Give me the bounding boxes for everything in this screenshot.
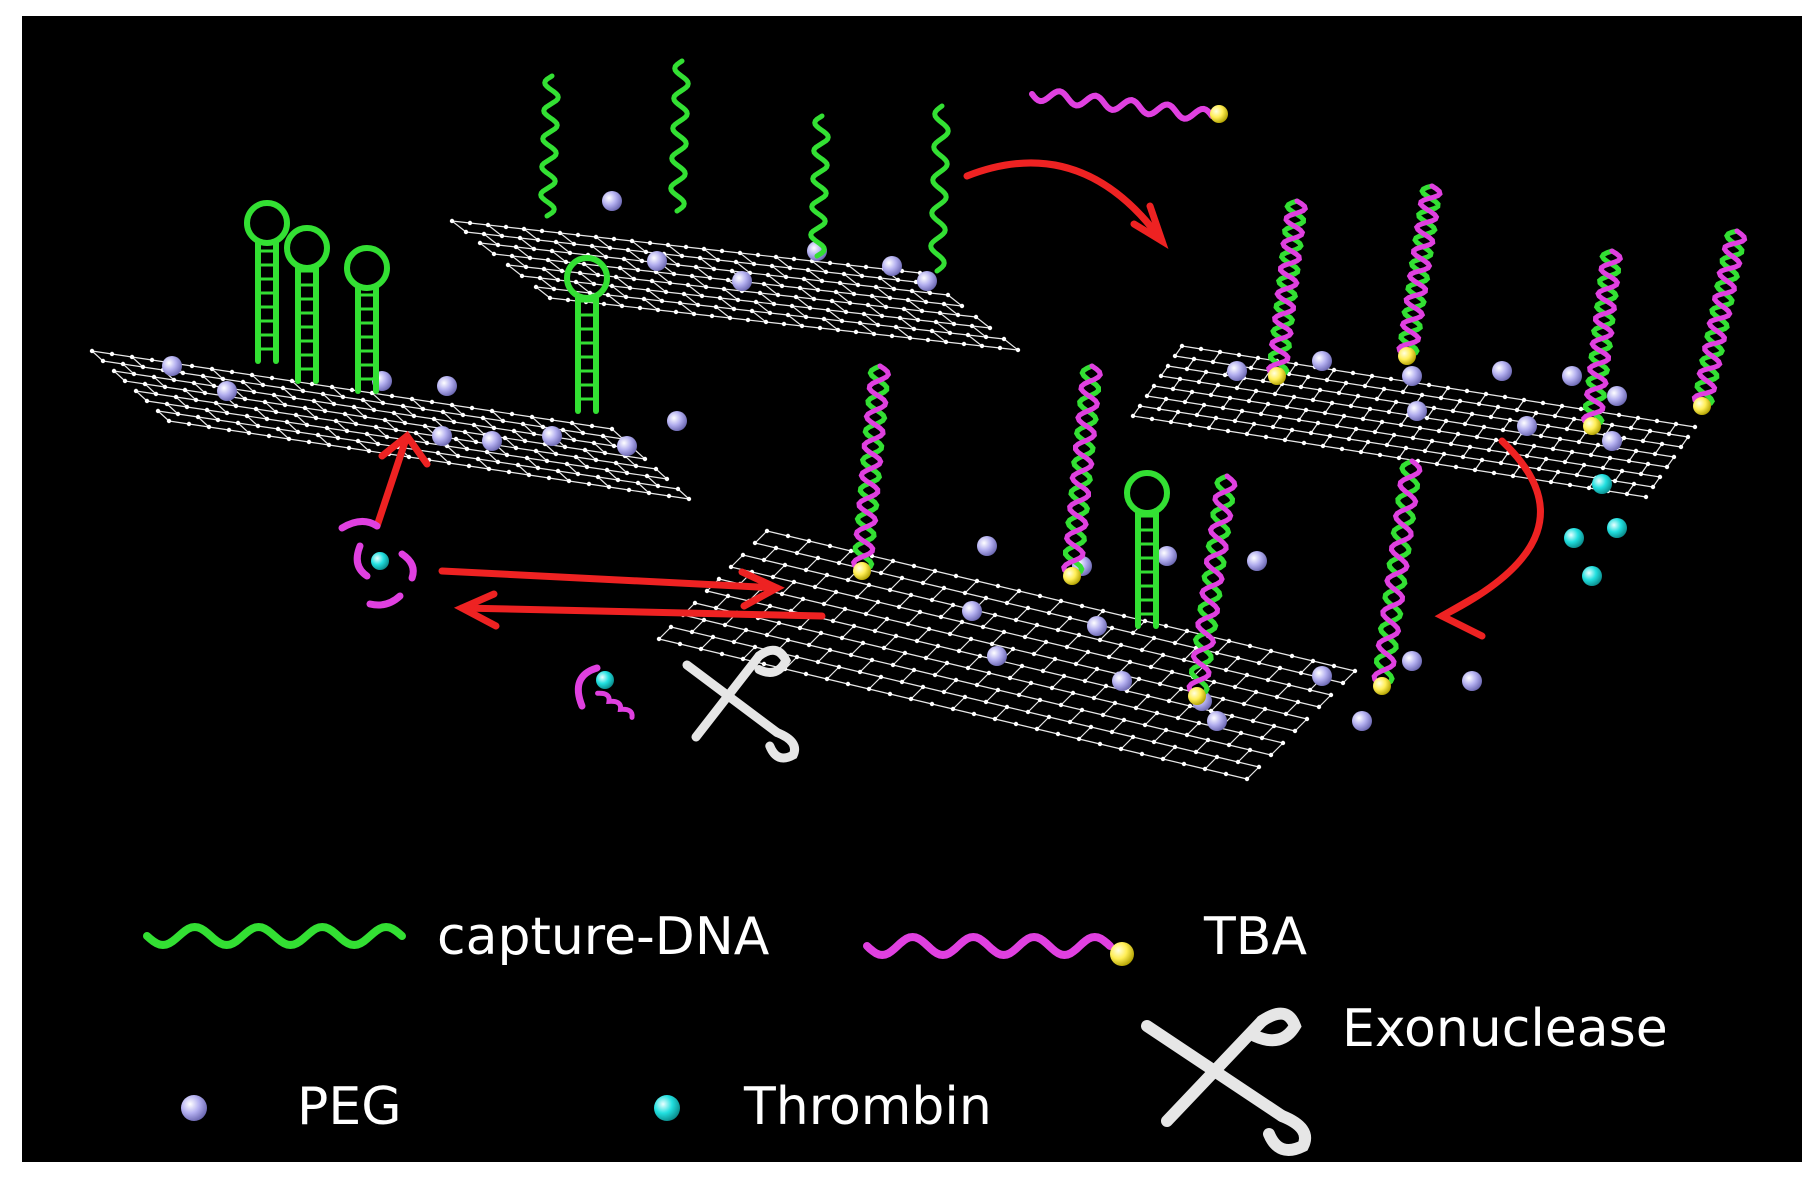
scissors-icon <box>682 645 800 763</box>
thrombin-legend-icon <box>654 1095 680 1121</box>
peg-sphere <box>1352 711 1372 731</box>
peg-sphere <box>482 431 502 451</box>
peg-sphere <box>1087 616 1107 636</box>
peg-sphere <box>1312 351 1332 371</box>
capture-dna-hairpin <box>564 255 610 414</box>
arrow-release <box>373 432 411 530</box>
tba-thrombin-complex <box>574 664 635 720</box>
peg-sphere <box>1407 401 1427 421</box>
peg-sphere <box>1207 711 1227 731</box>
capture-dna-legend-icon <box>143 922 406 950</box>
thrombin-cluster <box>1564 474 1627 586</box>
peg-sphere <box>1492 361 1512 381</box>
tba-capture-duplex <box>1580 248 1624 435</box>
peg-sphere <box>162 356 182 376</box>
peg-sphere <box>1462 671 1482 691</box>
peg-sphere <box>1402 366 1422 386</box>
digested-fragments <box>338 518 417 609</box>
tba-capture-duplex <box>1061 363 1103 585</box>
tba-capture-duplex <box>1265 198 1309 385</box>
peg-sphere <box>432 426 452 446</box>
peg-spheres <box>162 191 1627 731</box>
peg-sphere <box>1312 666 1332 686</box>
diagram-panel: capture-DNA TBA Exonuclease PEG Thrombin <box>22 16 1802 1162</box>
peg-sphere <box>987 646 1007 666</box>
graphene-sheets <box>89 218 1698 782</box>
capture-dna-hairpin <box>244 200 290 364</box>
tba-capture-duplex <box>1186 473 1238 705</box>
peg-sphere <box>1607 386 1627 406</box>
peg-sphere <box>667 411 687 431</box>
tba-capture-duplex <box>1396 183 1443 365</box>
dna-strands <box>244 58 1748 705</box>
arrow-backward <box>458 604 826 620</box>
legend-tba-label: TBA <box>1203 907 1307 967</box>
capture-dna-hairpin <box>344 245 390 394</box>
thrombin-sphere <box>1592 474 1612 494</box>
peg-legend-icon <box>181 1095 207 1121</box>
peg-sphere <box>962 601 982 621</box>
legend-exonuclease-label: Exonuclease <box>1342 999 1668 1059</box>
peg-sphere <box>1602 431 1622 451</box>
capture-dna-hairpin <box>284 225 330 384</box>
capture-dna-hairpin <box>1124 470 1170 629</box>
aptasensor-scheme: capture-DNA TBA Exonuclease PEG Thrombin <box>89 58 1748 1156</box>
thrombin-sphere <box>1582 566 1602 586</box>
peg-sphere <box>602 191 622 211</box>
tba-capture-duplex <box>1371 458 1423 695</box>
peg-sphere <box>1402 651 1422 671</box>
peg-sphere <box>977 536 997 556</box>
peg-sphere <box>732 271 752 291</box>
peg-sphere <box>542 426 562 446</box>
peg-sphere <box>1157 546 1177 566</box>
arrow-forward <box>438 567 781 592</box>
thrombin-sphere <box>1607 518 1627 538</box>
peg-sphere <box>1517 416 1537 436</box>
arrow-step-1 <box>963 159 1166 245</box>
capture-dna-strand <box>808 113 831 259</box>
exonuclease-legend-icon <box>1141 1007 1312 1156</box>
peg-sphere <box>882 256 902 276</box>
legend: capture-DNA TBA Exonuclease PEG Thrombin <box>143 907 1668 1156</box>
tba-capture-duplex <box>850 363 892 580</box>
legend-thrombin-label: Thrombin <box>743 1077 992 1137</box>
peg-sphere <box>437 376 457 396</box>
peg-sphere <box>1247 551 1267 571</box>
capture-dna-strand <box>668 58 691 214</box>
peg-sphere <box>1562 366 1582 386</box>
peg-sphere <box>217 381 237 401</box>
tba-capture-duplex <box>1691 228 1748 415</box>
peg-sphere <box>1112 671 1132 691</box>
free-tba-strand <box>1029 88 1228 123</box>
legend-capture-dna-label: capture-DNA <box>437 907 770 967</box>
tba-tag-icon <box>1110 942 1134 966</box>
peg-sphere <box>1227 361 1247 381</box>
tba-legend-icon <box>863 932 1114 960</box>
thrombin-sphere <box>371 552 389 570</box>
capture-dna-strand <box>928 103 951 274</box>
peg-sphere <box>617 436 637 456</box>
reaction-arrows <box>373 159 1544 640</box>
thrombin-sphere <box>1564 528 1584 548</box>
legend-peg-label: PEG <box>297 1077 402 1137</box>
peg-sphere <box>917 271 937 291</box>
capture-dna-strand <box>538 73 561 219</box>
peg-sphere <box>647 251 667 271</box>
